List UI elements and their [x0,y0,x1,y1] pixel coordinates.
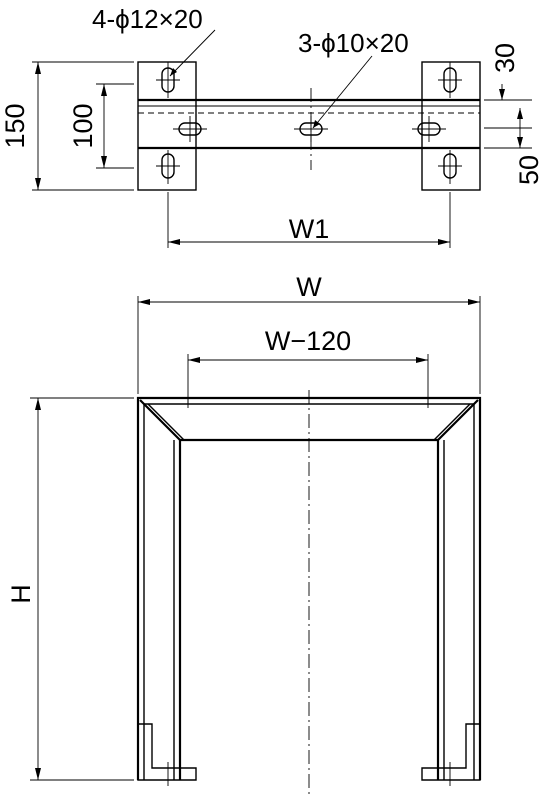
right-foot [421,723,481,786]
top-view: 4-ϕ12×20 3-ϕ10×20 150 100 [0,4,544,248]
beam-slot-holes [173,116,446,142]
hole-callout-outer: 4-ϕ12×20 [92,4,203,34]
horizontal-beam [137,98,481,150]
dim-w-120 [187,354,429,408]
outer-slot-holes [156,62,462,184]
hole-callout-center: 3-ϕ10×20 [298,28,409,58]
dim-w1-label: W1 [289,214,330,244]
left-mounting-plate [137,61,197,191]
dim-inner-span-label: W−120 [265,326,351,356]
dim-inner-height: 100 [68,103,98,148]
dim-w [137,296,481,394]
dim-width-label: W [296,272,322,302]
dim-100 [96,83,134,169]
dim-h [30,397,134,781]
dim-bottom-offset: 50 [514,155,544,185]
dim-150 [32,61,134,191]
front-view: W W−120 [6,272,482,798]
hole-callout-leaders [169,29,373,129]
dim-30-50 [484,84,532,149]
right-mounting-plate [421,61,481,191]
left-foot [137,723,197,786]
dim-height-label: H [6,584,36,604]
dim-w1 [167,192,451,248]
dim-overall-height: 150 [0,103,30,148]
dim-top-offset: 30 [490,43,520,73]
